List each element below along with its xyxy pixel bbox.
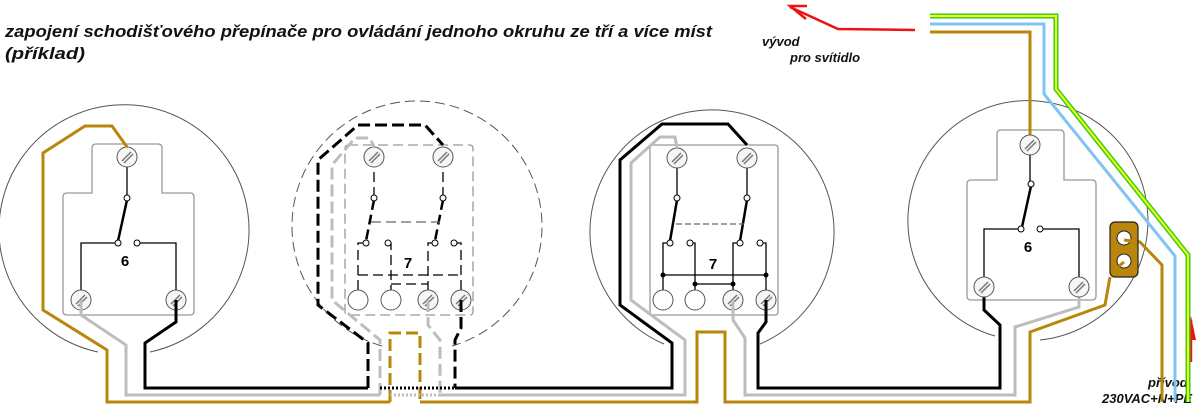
input-label-line2: 230VAC+N+PE — [1101, 391, 1192, 406]
input-label-line1: přívod — [1147, 375, 1189, 390]
terminal — [432, 146, 454, 168]
traveler-wire-gray — [79, 300, 380, 397]
switch-box-2 — [291, 100, 543, 347]
terminal — [1068, 276, 1090, 298]
output-label-line2: pro svítidlo — [789, 50, 860, 65]
diagram-subtitle: (příklad) — [5, 44, 85, 63]
switch-outline — [649, 144, 779, 316]
wall-box-circle — [589, 109, 835, 345]
switch-outline — [62, 143, 195, 316]
output-arrow-icon — [786, 4, 916, 32]
terminal — [347, 289, 369, 311]
terminal — [666, 147, 688, 169]
pe-wire — [930, 13, 1191, 402]
switch-lever — [116, 199, 129, 242]
wall-box-circle — [0, 104, 250, 353]
wires — [41, 13, 1191, 404]
switch-box-2-parts: 7 — [347, 146, 472, 311]
neutral-wire — [930, 22, 1177, 402]
wall-box-circle — [291, 100, 543, 347]
lamp-output-wire — [930, 30, 1032, 145]
terminal — [363, 146, 385, 168]
terminal — [116, 146, 138, 168]
switch-type-label: 6 — [121, 253, 129, 270]
terminal — [1019, 134, 1041, 156]
traveler-wire-black — [143, 300, 368, 390]
switch-type-label: 6 — [1024, 239, 1032, 256]
switch-type-label: 7 — [404, 255, 412, 272]
switch-type-label: 7 — [709, 256, 717, 273]
diagram-title: zapojení schodišťového přepínače pro ovl… — [4, 22, 714, 41]
switch-outline — [966, 129, 1097, 301]
wall-box-circle — [907, 100, 1149, 341]
output-label-line1: vývod — [762, 34, 801, 49]
terminal — [652, 289, 674, 311]
brown-wire — [41, 124, 390, 404]
switch-outline — [344, 144, 474, 316]
switch-box-3: 7 — [589, 109, 835, 345]
switch-box-4: 6 — [907, 100, 1149, 341]
brown-wire — [420, 276, 1112, 404]
terminal-block — [1109, 221, 1139, 278]
terminal — [973, 276, 995, 298]
terminal — [684, 289, 706, 311]
terminal — [736, 147, 758, 169]
switch-box-1: 6 — [0, 104, 250, 353]
terminal — [380, 289, 402, 311]
